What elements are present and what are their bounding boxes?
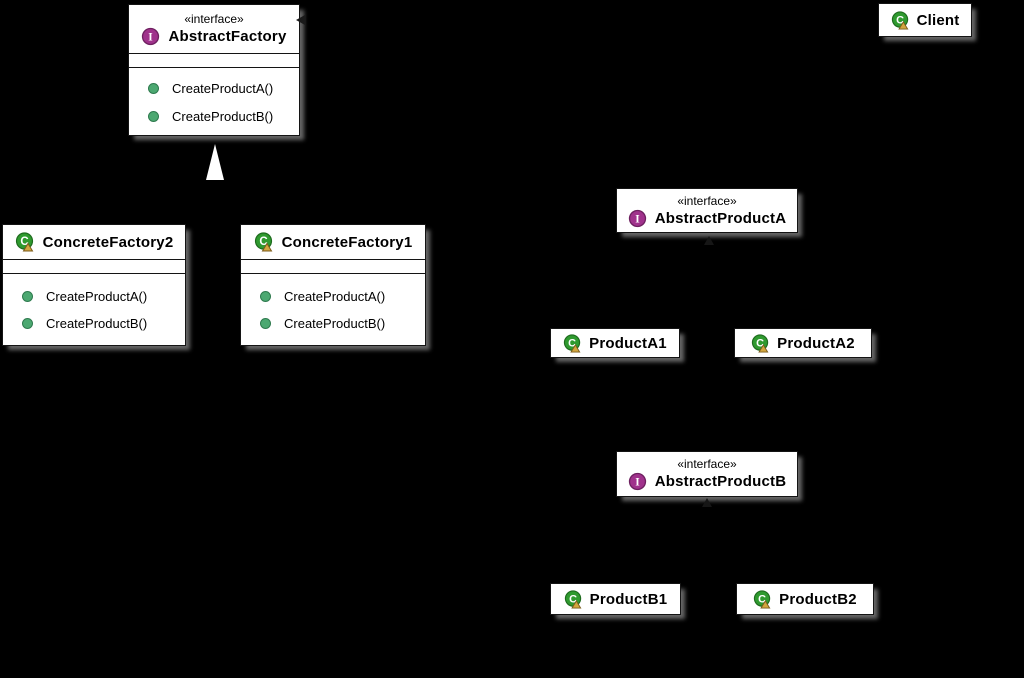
- uml-class-product-b2: C ProductB2: [736, 583, 874, 615]
- dependency-arrowhead-icon: [704, 236, 714, 245]
- compartment-divider: [241, 273, 425, 274]
- method-row: CreateProductB(): [129, 109, 299, 124]
- method-label: CreateProductA(): [284, 289, 386, 304]
- svg-text:C: C: [568, 337, 576, 349]
- uml-class-concrete-factory-1: C ConcreteFactory1 CreateProductA() Crea…: [240, 224, 426, 346]
- stereotype-label: «interface»: [184, 12, 244, 26]
- class-title: ProductA2: [777, 334, 855, 352]
- class-icon: C: [891, 10, 909, 30]
- method-row: CreateProductA(): [3, 289, 185, 304]
- methods-compartment: CreateProductA() CreateProductB(): [129, 68, 299, 124]
- uml-class-product-b1: C ProductB1: [550, 583, 681, 615]
- class-title: ProductB1: [589, 590, 668, 608]
- class-icon: C: [564, 589, 582, 609]
- class-title: AbstractProductB: [654, 473, 787, 490]
- stereotype-label: «interface»: [677, 457, 737, 471]
- class-title: ProductB2: [779, 590, 857, 608]
- method-visibility-icon: [22, 291, 33, 302]
- fields-compartment-empty: [3, 260, 185, 273]
- stereotype-label: «interface»: [677, 193, 737, 208]
- class-title: AbstractProductA: [654, 209, 787, 227]
- uml-class-concrete-factory-2: C ConcreteFactory2 CreateProductA() Crea…: [2, 224, 186, 346]
- class-header: C ConcreteFactory2: [3, 225, 185, 259]
- compartment-divider: [241, 259, 425, 260]
- compartment-divider: [3, 273, 185, 274]
- class-title: AbstractFactory: [168, 28, 287, 45]
- methods-compartment: CreateProductA() CreateProductB(): [241, 274, 425, 331]
- class-title: ProductA1: [589, 334, 667, 352]
- svg-text:I: I: [635, 476, 640, 488]
- method-label: CreateProductA(): [46, 289, 148, 304]
- method-label: CreateProductB(): [284, 316, 386, 331]
- interface-icon: I: [142, 27, 160, 46]
- method-visibility-icon: [148, 83, 159, 94]
- methods-compartment: CreateProductA() CreateProductB(): [3, 274, 185, 331]
- svg-text:C: C: [896, 14, 904, 26]
- compartment-divider: [129, 67, 299, 68]
- interface-icon: I: [628, 472, 646, 491]
- interface-icon: I: [628, 209, 646, 227]
- method-label: CreateProductA(): [172, 81, 274, 96]
- fields-compartment-empty: [241, 260, 425, 273]
- svg-text:I: I: [635, 213, 640, 225]
- uml-class-product-a1: C ProductA1: [550, 328, 680, 358]
- uml-class-abstract-product-b: «interface» I AbstractProductB: [616, 451, 798, 497]
- class-title: ConcreteFactory1: [281, 233, 413, 251]
- class-title: Client: [916, 11, 960, 29]
- svg-text:C: C: [20, 236, 28, 248]
- class-icon: C: [15, 232, 34, 252]
- method-visibility-icon: [148, 111, 159, 122]
- class-icon: C: [754, 589, 771, 609]
- uml-class-client: C Client: [878, 3, 972, 37]
- method-row: CreateProductA(): [241, 289, 425, 304]
- compartment-divider: [129, 53, 299, 54]
- svg-text:C: C: [569, 593, 577, 605]
- class-title: ConcreteFactory2: [42, 233, 174, 251]
- method-row: CreateProductB(): [3, 316, 185, 331]
- method-label: CreateProductB(): [46, 316, 148, 331]
- class-header: C ConcreteFactory1: [241, 225, 425, 259]
- uml-class-abstract-product-a: «interface» I AbstractProductA: [616, 188, 798, 233]
- svg-text:C: C: [756, 337, 764, 349]
- method-visibility-icon: [260, 318, 271, 329]
- uml-class-product-a2: C ProductA2: [734, 328, 872, 358]
- compartment-divider: [3, 259, 185, 260]
- class-icon: C: [254, 232, 273, 252]
- fields-compartment-empty: [129, 54, 299, 67]
- method-label: CreateProductB(): [172, 109, 274, 124]
- method-visibility-icon: [260, 291, 271, 302]
- method-row: CreateProductB(): [241, 316, 425, 331]
- class-icon: C: [752, 333, 769, 353]
- uml-class-abstract-factory: «interface» I AbstractFactory CreateProd…: [128, 4, 300, 136]
- dependency-arrowhead-icon: [702, 498, 712, 507]
- dependency-arrowhead-icon: [296, 15, 305, 25]
- class-header: «interface» I AbstractProductA: [617, 189, 797, 232]
- class-header: «interface» I AbstractProductB: [617, 452, 797, 496]
- svg-text:C: C: [259, 236, 267, 248]
- class-icon: C: [564, 333, 581, 353]
- generalization-arrowhead-icon: [206, 144, 224, 180]
- svg-text:C: C: [758, 593, 766, 605]
- method-visibility-icon: [22, 318, 33, 329]
- svg-text:I: I: [149, 31, 154, 43]
- class-header: «interface» I AbstractFactory: [129, 5, 299, 53]
- method-row: CreateProductA(): [129, 81, 299, 96]
